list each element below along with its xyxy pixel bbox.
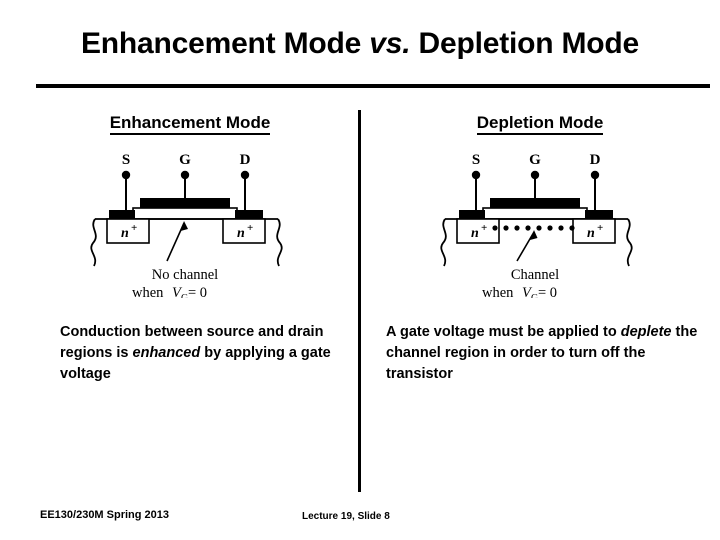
figure-caption-line2-post: = 0 [188, 285, 207, 298]
body-text-enhancement: Conduction between source and drain regi… [60, 322, 350, 385]
drain-nplus-label: n [587, 226, 595, 241]
source-contact-metal [459, 210, 485, 219]
figure-caption-line2-var: V [172, 285, 183, 298]
figure-enhancement-mosfet: S G D n + n [30, 148, 350, 298]
drain-nplus-region [222, 218, 266, 244]
figure-caption-line2-pre: when [482, 285, 514, 298]
enhancement-mosfet-svg: S G D n + n [90, 152, 283, 298]
body-text-enhancement-emphasis: enhanced [132, 345, 201, 361]
channel-dot [503, 225, 509, 231]
gate-terminal-label: G [529, 152, 541, 168]
channel-dot [525, 225, 531, 231]
figure-caption-line2-sub: G [181, 293, 188, 298]
column-header-depletion-label: Depletion Mode [476, 113, 604, 135]
channel-pointer-arrowhead-icon [180, 221, 188, 231]
body-text-enhancement-post: by applying a gate voltage [60, 345, 331, 382]
channel-dot [569, 225, 575, 231]
figure-depletion-mosfet: S G D n + n + [380, 148, 700, 298]
column-header-enhancement: Enhancement Mode [30, 112, 350, 135]
column-depletion-mode: Depletion Mode S G D n [380, 112, 700, 385]
channel-pointer-arrowhead-icon [530, 230, 538, 240]
column-header-enhancement-label: Enhancement Mode [109, 113, 271, 135]
depletion-mosfet-svg: S G D n + n + [440, 152, 633, 298]
body-text-depletion: A gate voltage must be applied to deplet… [386, 322, 700, 385]
drain-nplus-superscript: + [597, 222, 603, 234]
drain-terminal-label: D [240, 152, 251, 168]
drain-nplus-label: n [237, 226, 245, 241]
channel-dot [536, 225, 542, 231]
column-enhancement-mode: Enhancement Mode S G D [30, 112, 350, 385]
page-title: Enhancement Mode vs. Depletion Mode [0, 26, 720, 62]
page-title-part1: Enhancement Mode [80, 27, 370, 60]
page-title-vs: vs. [369, 27, 411, 60]
gate-electrode [140, 198, 230, 208]
channel-dot [492, 225, 498, 231]
source-terminal-label: S [122, 152, 130, 168]
source-nplus-label: n [121, 226, 129, 241]
source-nplus-region [456, 218, 500, 244]
source-terminal-label: S [472, 152, 480, 168]
channel-dot [547, 225, 553, 231]
body-text-depletion-emphasis: deplete [620, 324, 672, 340]
figure-caption-line2-pre: when [132, 285, 164, 298]
gate-oxide-layer [132, 207, 238, 220]
channel-dot [514, 225, 520, 231]
channel-dots-group [492, 225, 575, 231]
drain-nplus-region [572, 218, 616, 244]
figure-caption-line2-post: = 0 [538, 285, 557, 298]
substrate-break-right-icon [626, 218, 633, 267]
gate-terminal-label: G [179, 152, 191, 168]
drain-nplus-superscript: + [247, 222, 253, 234]
substrate-break-left-icon [90, 218, 97, 267]
page-title-part2: Depletion Mode [410, 27, 640, 60]
source-nplus-superscript: + [481, 222, 487, 234]
body-text-depletion-pre: A gate voltage must be applied to [386, 324, 621, 340]
figure-caption-line2-sub: G [531, 293, 538, 298]
substrate-break-left-icon [440, 218, 447, 267]
gate-oxide-layer [482, 207, 588, 220]
gate-electrode [490, 198, 580, 208]
title-divider-rule [36, 84, 710, 88]
drain-terminal-label: D [590, 152, 601, 168]
figure-caption-line2-var: V [522, 285, 533, 298]
footer-lecture-label: Lecture 19, Slide 8 [302, 511, 390, 522]
source-contact-metal [109, 210, 135, 219]
column-header-depletion: Depletion Mode [380, 112, 700, 135]
drain-contact-metal [235, 210, 263, 219]
channel-pointer-arrow-line [516, 231, 535, 262]
drain-contact-metal [585, 210, 613, 219]
source-nplus-label: n [471, 226, 479, 241]
footer-course-label: EE130/230M Spring 2013 [40, 509, 170, 521]
source-nplus-superscript: + [131, 222, 137, 234]
body-text-depletion-post: the channel region in order to turn off … [386, 324, 698, 382]
channel-dot [558, 225, 564, 231]
figure-caption-line1: No channel [152, 267, 218, 283]
column-divider [358, 110, 361, 492]
body-text-enhancement-pre: Conduction between source and drain regi… [60, 324, 324, 361]
source-nplus-region [106, 218, 150, 244]
figure-caption-line1: Channel [511, 267, 559, 283]
substrate-break-right-icon [276, 218, 283, 267]
